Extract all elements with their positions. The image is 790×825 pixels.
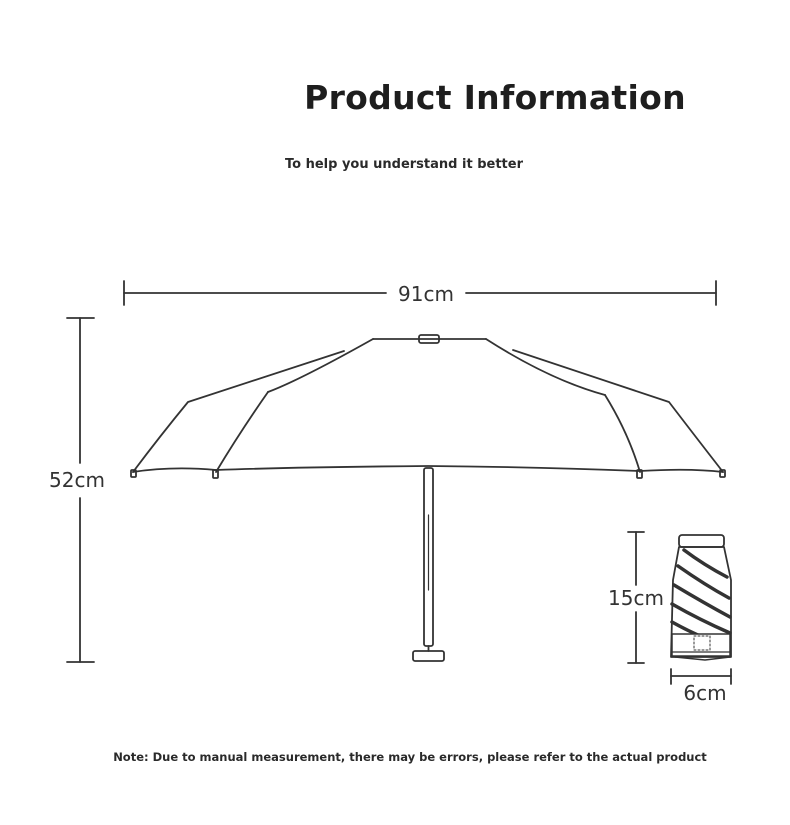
- folded-umbrella-icon: [670, 534, 732, 661]
- folded-length-label: 15cm: [608, 586, 664, 610]
- folded-width-dimension-line: [670, 668, 732, 685]
- height-dimension-line: [66, 317, 95, 663]
- folded-width-label: 6cm: [683, 681, 726, 705]
- width-dimension-line: [123, 280, 717, 306]
- page-title: Product Information: [304, 78, 686, 117]
- measurement-note: Note: Due to manual measurement, there m…: [113, 750, 707, 764]
- height-label: 52cm: [49, 468, 105, 492]
- folded-length-dimension-line: [627, 531, 645, 664]
- page-subtitle: To help you understand it better: [285, 157, 523, 172]
- open-umbrella-icon: [130, 334, 726, 662]
- width-label: 91cm: [398, 282, 454, 306]
